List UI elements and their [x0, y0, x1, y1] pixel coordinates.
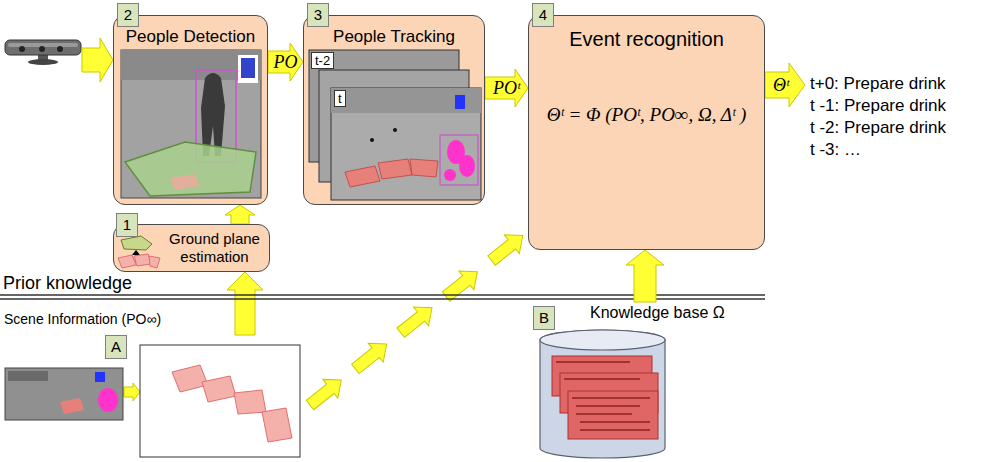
tracking-frames-part: [393, 128, 397, 132]
tracking-frames-part: [459, 155, 475, 177]
frame-label: t: [334, 90, 346, 107]
detection-screenshot-part: [170, 174, 200, 190]
knowledge-base-cylinder-part-part: [568, 391, 658, 439]
ground-plane-icon-part-part: [134, 254, 151, 266]
knowledge-base-cylinder-part: [556, 362, 650, 430]
tracking-frames-part: [331, 88, 481, 200]
detection-screenshot-part: [125, 142, 256, 196]
callout-number: 4: [532, 3, 554, 27]
block-arrow: [626, 250, 664, 302]
detection-screenshot-part: [241, 58, 255, 78]
node-title: Knowledge base Ω: [590, 302, 760, 323]
kinect-sensor-part: [5, 40, 81, 55]
yellow-arrows-part: [393, 298, 439, 342]
scene-information-image-part-part: [172, 365, 208, 392]
node-title: Event recognition: [529, 16, 764, 51]
tracking-frames-part: [370, 138, 374, 142]
callout-number: 1: [116, 213, 138, 237]
edge-label: POᵗ: [493, 78, 520, 98]
scene-information-image-part-part: [262, 408, 292, 442]
block-arrow: [225, 205, 255, 224]
frame-label: t-2: [311, 52, 334, 69]
yellow-arrows-part: [765, 63, 805, 107]
scene-information-image-part-part: [202, 376, 236, 402]
knowledge-base-cylinder-part-part: [576, 405, 640, 407]
kinect-sensor-part: [57, 46, 63, 52]
yellow-arrows-part: [82, 38, 113, 82]
kinect-sensor: [5, 40, 81, 65]
ground-plane-icon-part-part: [149, 256, 160, 268]
tracking-frames-part-part: [345, 166, 380, 187]
tracking-frames: [309, 50, 481, 200]
tracking-frames-part: [455, 95, 465, 109]
yellow-arrows-part: [484, 226, 530, 270]
scene-information-image-part: [8, 371, 48, 381]
yellow-arrows-part: [303, 371, 349, 415]
output-label: Θᵗ: [773, 75, 789, 95]
event-output: t -1: Prepare drink: [810, 96, 946, 116]
detection-screenshot: [121, 50, 261, 198]
callout-number: A: [105, 335, 127, 359]
tracking-frames-part: [345, 159, 438, 187]
knowledge-base-cylinder-part-part: [572, 397, 650, 399]
callout-number: 2: [117, 3, 139, 27]
knowledge-base-cylinder-part-part: [564, 378, 640, 380]
detection-screenshot-part: [121, 50, 261, 198]
section-label: Prior knowledge: [3, 273, 132, 293]
section-label: Scene Information (PO∞): [4, 311, 161, 328]
edge-label: PO: [274, 52, 298, 72]
tracking-frames-part: [331, 88, 481, 113]
scene-information-image-part: [95, 372, 105, 382]
ground-plane-icon-part-part: [118, 255, 136, 268]
yellow-arrows-part: [348, 335, 394, 379]
scene-information-image: [5, 345, 300, 457]
ground-plane-icon-part: [132, 250, 140, 255]
detection-screenshot-part: [238, 55, 258, 83]
tracking-frames-part: [440, 135, 478, 185]
block-arrow: [485, 69, 528, 107]
knowledge-base-cylinder-part-part: [580, 421, 650, 423]
knowledge-base-cylinder-part: [540, 330, 665, 458]
knowledge-base-cylinder: [540, 330, 665, 458]
process-box: Event recognition Θᵗ = Φ (POᵗ, PO∞, Ω, Δᵗ…: [528, 15, 765, 250]
knowledge-base-cylinder-part-part: [576, 413, 632, 415]
knowledge-base-cylinder-part: [552, 356, 658, 439]
ground-plane-icon-part: [118, 254, 160, 268]
event-output: t -2: Prepare drink: [810, 118, 946, 138]
scene-information-image-part: [98, 388, 118, 412]
callout-number: B: [533, 306, 555, 330]
scene-information-image-part: [5, 368, 123, 420]
tracking-frames-part: [444, 169, 456, 181]
kinect-sensor-part: [28, 59, 58, 65]
scene-information-image-part: [172, 365, 292, 442]
callout-number: 3: [307, 3, 329, 27]
knowledge-base-cylinder-part: [540, 330, 665, 350]
knowledge-base-cylinder-part-part: [556, 361, 630, 363]
scene-information-image-part: [60, 398, 84, 414]
kinect-sensor-part: [19, 46, 25, 52]
ground-plane-icon-part: [121, 236, 152, 250]
ground-plane-icon: [118, 236, 160, 268]
scene-information-image-part-part: [234, 390, 266, 414]
event-output: t -3: …: [810, 140, 861, 160]
tracking-frames-part-part: [378, 159, 412, 179]
event-output: t+0: Prepare drink: [810, 74, 946, 94]
block-arrow: [268, 43, 303, 81]
knowledge-base-cylinder-part-part: [580, 429, 650, 431]
node-title: Ground plane estimation: [160, 225, 269, 266]
detection-screenshot-part: [201, 73, 225, 156]
tracking-frames-part-part: [410, 159, 438, 177]
yellow-arrows-part: [227, 272, 263, 335]
yellow-arrows-part: [124, 383, 140, 401]
scene-information-image-part: [140, 345, 300, 457]
kinect-sensor-part: [39, 46, 45, 52]
formula: Θᵗ = Φ (POᵗ, PO∞, Ω, Δᵗ ): [529, 103, 764, 127]
node-title: People Tracking: [304, 16, 484, 47]
